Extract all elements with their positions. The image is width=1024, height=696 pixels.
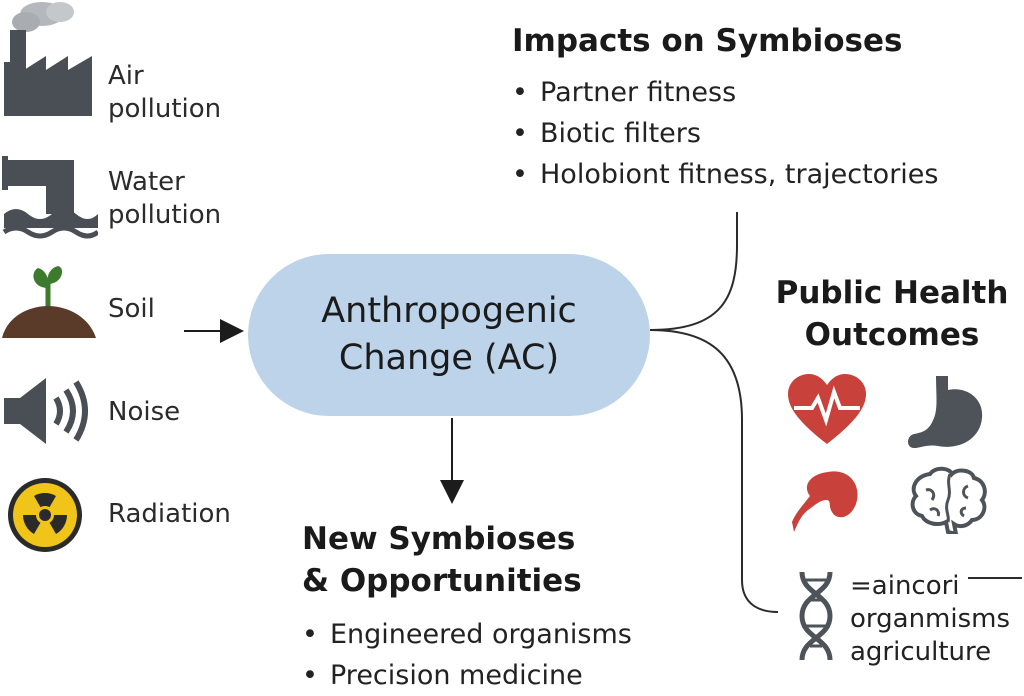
ac-to-dna-connector xyxy=(649,329,779,613)
stressor-label-soil: Soil xyxy=(108,294,155,324)
brain-icon xyxy=(910,466,988,538)
kidney-icon xyxy=(792,466,864,538)
stressor-label-air-pollution: Air pollution xyxy=(108,61,222,124)
speaker-icon xyxy=(2,374,92,452)
radiation-icon xyxy=(6,476,84,558)
stressor-label-radiation: Radiation xyxy=(108,499,231,529)
impacts-list: Partner fitness Biotic filters Holobiont… xyxy=(512,72,938,195)
stressor-label-water-pollution: Water pollution xyxy=(108,167,222,230)
central-title-line1: Anthropogenic xyxy=(321,291,577,331)
impacts-title: Impacts on Symbioses xyxy=(512,23,903,59)
new-symbioses-list: Engineered organisms Precision medicine xyxy=(302,614,632,696)
impacts-item: Partner fitness xyxy=(512,72,938,113)
dna-line1: =aincori xyxy=(850,571,960,601)
pipe-outflow-icon xyxy=(2,152,100,244)
new-symbioses-item: Engineered organisms xyxy=(302,614,632,655)
sprout-icon xyxy=(2,262,96,346)
new-symbioses-title: New Symbioses & Opportunities xyxy=(302,521,582,599)
anthropogenic-change-node: Anthropogenic Change (AC) xyxy=(248,254,650,416)
public-health-title: Public Health Outcomes xyxy=(775,275,1009,353)
factory-icon xyxy=(2,0,94,122)
dna-line2: organmisms xyxy=(850,604,1011,634)
dna-block-text: =aincori organmisms agriculture xyxy=(850,570,1010,669)
central-title-line2: Change (AC) xyxy=(338,338,560,378)
impacts-item: Holobiont fitness, trajectories xyxy=(512,154,938,195)
stressor-label-noise: Noise xyxy=(108,397,181,427)
heart-icon xyxy=(786,374,868,450)
ac-to-impacts-connector xyxy=(649,212,738,331)
new-symbioses-item: Precision medicine xyxy=(302,655,632,696)
dna-icon xyxy=(796,570,836,666)
dna-line3: agriculture xyxy=(850,637,992,667)
stomach-icon xyxy=(906,372,986,456)
impacts-item: Biotic filters xyxy=(512,113,938,154)
